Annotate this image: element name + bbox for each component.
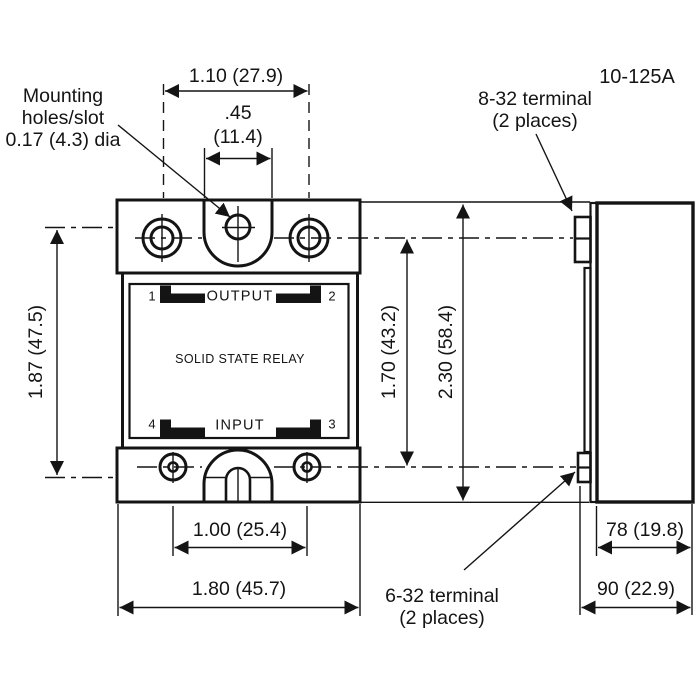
dim-overall-width-text: 1.80 (45.7) — [192, 578, 286, 600]
pin-4-label: 4 — [148, 417, 155, 432]
terminal-832-leader-line — [535, 133, 573, 212]
mounting-leader-line — [117, 124, 231, 218]
part-number: 10-125A — [599, 66, 675, 88]
pin-3-label: 3 — [328, 417, 335, 432]
pin-2-label: 2 — [328, 289, 335, 304]
output-bar-1 — [171, 293, 205, 303]
pin-1-label: 1 — [148, 289, 155, 304]
dim-terminal-span-text: 1.70 (43.2) — [378, 305, 400, 399]
terminal-632-leader-line — [463, 471, 576, 571]
terminal-632-callout-l1: 6-32 terminal — [385, 585, 499, 607]
side-view — [360, 201, 695, 504]
callouts: Mounting holes/slot 0.17 (4.3) dia 10-12… — [6, 66, 676, 629]
dim-bottom-spacing-text: 1.00 (25.4) — [193, 519, 287, 541]
front-label-panel — [128, 282, 350, 440]
output-bar-2-block — [310, 285, 321, 303]
terminal-632-callout-l2: (2 places) — [399, 607, 485, 629]
mounting-callout-l2: holes/slot — [22, 107, 105, 129]
dim-top-spacing-text: 1.10 (27.9) — [189, 65, 283, 87]
output-label: OUTPUT — [207, 289, 274, 305]
output-bar-1-block — [160, 285, 171, 303]
dim-slot-width-mm: (11.4) — [213, 126, 263, 148]
device-label: SOLID STATE RELAY — [175, 352, 305, 366]
side-cover-strip — [583, 266, 592, 454]
dim-body-depth-text: 78 (19.8) — [606, 519, 684, 541]
side-body — [595, 201, 695, 504]
bottom-mounting-dome — [202, 448, 274, 502]
input-bar-4-block — [160, 419, 171, 437]
mounting-callout-l3: 0.17 (4.3) dia — [6, 129, 121, 151]
terminal-832-callout-l1: 8-32 terminal — [478, 88, 592, 110]
top-mounting-slot — [202, 200, 274, 268]
dimensions: 1.10 (27.9) .45 (11.4) 1.87 (47.5) 1.70 … — [25, 65, 693, 616]
output-bar-2 — [276, 293, 310, 303]
input-bar-3 — [276, 427, 310, 437]
dim-slot-width-in: .45 — [224, 102, 251, 124]
front-bottom-flange — [115, 446, 362, 504]
input-bar-3-block — [310, 419, 321, 437]
dim-overall-height-text: 2.30 (58.4) — [435, 305, 457, 399]
mounting-callout-l1: Mounting — [23, 85, 103, 107]
input-bar-4 — [171, 427, 205, 437]
terminal-832-callout-l2: (2 places) — [492, 110, 578, 132]
input-label: INPUT — [215, 418, 265, 434]
dim-mount-span-text: 1.87 (47.5) — [25, 305, 47, 399]
dim-overall-depth-text: 90 (22.9) — [597, 578, 675, 600]
centerlines — [45, 206, 576, 501]
